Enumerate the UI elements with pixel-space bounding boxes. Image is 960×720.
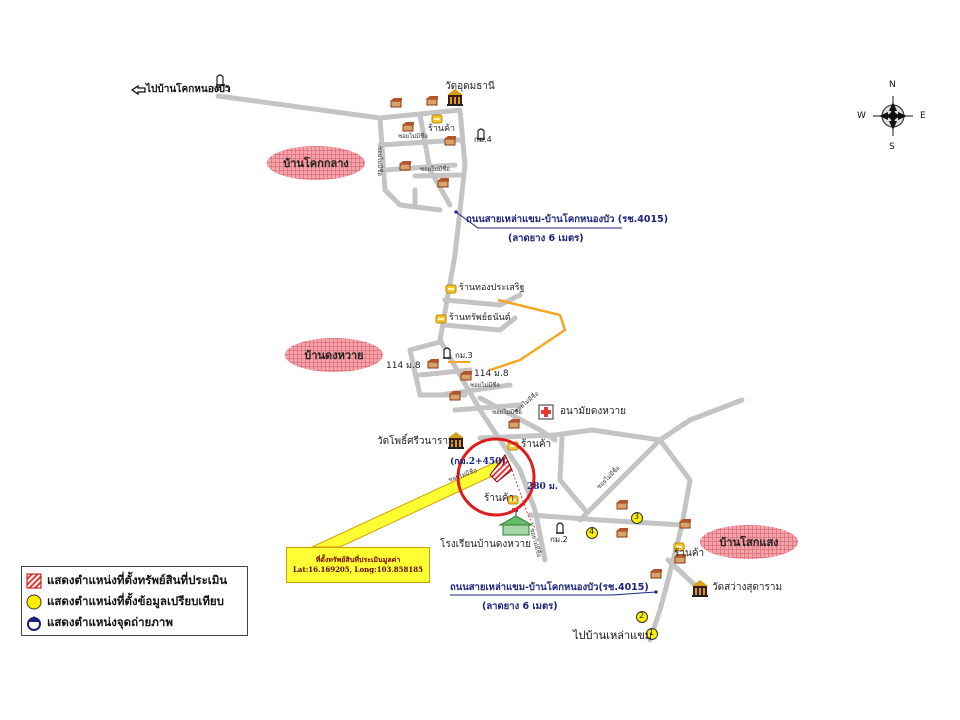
- compass-n: N: [889, 80, 896, 90]
- callout-coords: Lat:16.169205, Long:103.858185: [293, 565, 423, 574]
- village-khok-klang: บ้านโคกกลาง: [267, 146, 365, 180]
- soi-label: ซอยไม่มีชื่อ: [375, 146, 383, 176]
- road-label-bottom-subtitle: (ลาดยาง 6 เมตร): [482, 601, 558, 612]
- soi-label: ซอยไม่มีชื่อ: [398, 133, 428, 140]
- road-label-top-title: ถนนสายเหล่าแขม-บ้านโคกหนองบัว (รช.4015): [466, 214, 669, 225]
- legend-label: แสดงตำแหน่งที่ตั้งทรัพย์สินที่ประเมิน: [47, 573, 228, 587]
- compass-rose-icon: [873, 96, 913, 136]
- soi-east-3: [577, 397, 745, 523]
- comparable-1[interactable]: [646, 628, 658, 640]
- soi-north-5: [412, 172, 463, 208]
- direction-arrow-icon: [130, 84, 146, 96]
- road-label-leader-bottom: [450, 591, 657, 596]
- village-dong-wai: บ้านดงหวาย: [285, 338, 383, 372]
- legend-item-comparable: แสดงตำแหน่งที่ตั้งข้อมูลเปรียบเทียบ: [26, 593, 224, 611]
- health-center-icon: [538, 404, 554, 420]
- yellow-circle-icon: [26, 594, 42, 610]
- shop-label: ร้านค้า: [521, 439, 552, 450]
- legend-item-photo: แสดงตำแหน่งจุดถ่ายภาพ: [26, 614, 173, 632]
- comparable-label: 1: [649, 628, 655, 637]
- hatched-square-icon: [26, 573, 42, 589]
- subject-km-label: (กม.2+450): [450, 457, 506, 467]
- shop-label: ร้านค้า: [674, 548, 705, 559]
- soi-label: ซอยไม่มีชื่อ: [470, 382, 500, 389]
- subject-circle: [456, 437, 536, 517]
- km-marker-icon: [442, 347, 452, 359]
- shop-label: ร้านทองประเสริฐ: [459, 283, 525, 293]
- km-label: กม.4: [474, 135, 492, 144]
- callout-title: ที่ตั้งทรัพย์สินที่ประเมินมูลค่า: [315, 554, 401, 564]
- comparable-label: 4: [589, 527, 595, 536]
- legend-label: แสดงตำแหน่งที่ตั้งข้อมูลเปรียบเทียบ: [47, 594, 224, 608]
- comparable-label: 2: [639, 611, 645, 620]
- comparable-markers: [586, 512, 658, 640]
- health-center-label: อนามัยดงหวาย: [560, 406, 626, 417]
- school-label: โรงเรียนบ้านดงหวาย: [440, 539, 531, 550]
- compass-e: E: [920, 111, 926, 121]
- legend-item-subject: แสดงตำแหน่งที่ตั้งทรัพย์สินที่ประเมิน: [26, 572, 227, 590]
- soi-east-2: [557, 434, 588, 513]
- distance-label: 280 ม.: [527, 482, 558, 492]
- orange-road: [489, 298, 567, 372]
- compass-s: S: [889, 142, 895, 152]
- compass-w: W: [857, 111, 866, 121]
- legend-label: แสดงตำแหน่งจุดถ่ายภาพ: [47, 615, 173, 629]
- soi-label: ซอยไม่มีชื่อ: [492, 409, 522, 416]
- village-sok-saeng: บ้านโสกแสง: [700, 525, 798, 559]
- soi-label: ซอยไม่มีชื่อ: [420, 166, 450, 173]
- shop-label: ร้านค้า: [484, 493, 515, 504]
- shop-label: ร้านทรัพย์ธนันต์: [449, 313, 511, 323]
- road-label-bottom-title: ถนนสายเหล่าแขม-บ้านโคกหนองบัว(รช.4015): [450, 582, 649, 593]
- comparable-4[interactable]: [586, 527, 598, 539]
- soi-mid-6: [452, 402, 523, 413]
- road-label-top-subtitle: (ลาดยาง 6 เมตร): [508, 233, 584, 244]
- km-label: กม.3: [455, 351, 473, 360]
- soi-north-4: [417, 112, 453, 208]
- road-network: [215, 93, 745, 643]
- subject-property-marker[interactable]: [489, 454, 513, 483]
- soi-east-1: [477, 427, 693, 528]
- temple-label: วัดอุดมธานี: [445, 81, 495, 92]
- direction-to-nong-bua: ไปบ้านโคกหนองบัว: [146, 84, 231, 95]
- soi-north-3: [382, 162, 458, 173]
- soi-north-1: [377, 115, 443, 213]
- soi-mid-2: [442, 315, 518, 333]
- shop-label: ร้านค้า: [428, 124, 456, 134]
- road-label-leader-top: [455, 211, 622, 229]
- km-label: กม.5: [212, 84, 230, 93]
- comparable-3[interactable]: [631, 512, 643, 524]
- soi-mid-4: [417, 367, 473, 378]
- house-number-label: 114 ม.8: [386, 361, 421, 371]
- temple-label: วัดโพธิ์ศรีวนาราม: [377, 436, 455, 447]
- main-road-south: [527, 512, 685, 643]
- km-marker-icon: [555, 522, 565, 534]
- km-label: กม.2: [550, 535, 568, 544]
- map-legend: แสดงตำแหน่งที่ตั้งทรัพย์สินที่ประเมิน แส…: [21, 566, 248, 636]
- subject-callout: ที่ตั้งทรัพย์สินที่ประเมินมูลค่า Lat:16.…: [286, 547, 430, 583]
- photo-point-icon: [27, 616, 41, 631]
- comparable-2[interactable]: [636, 611, 648, 623]
- direction-to-lao-saem: ไปบ้านเหล่าแขม: [573, 629, 652, 642]
- soi-mid-1: [442, 292, 523, 308]
- house-number-label: 114 ม.8: [474, 369, 509, 379]
- temple-label: วัดสว่างสุดาราม: [712, 582, 783, 593]
- comparable-label: 3: [634, 512, 640, 521]
